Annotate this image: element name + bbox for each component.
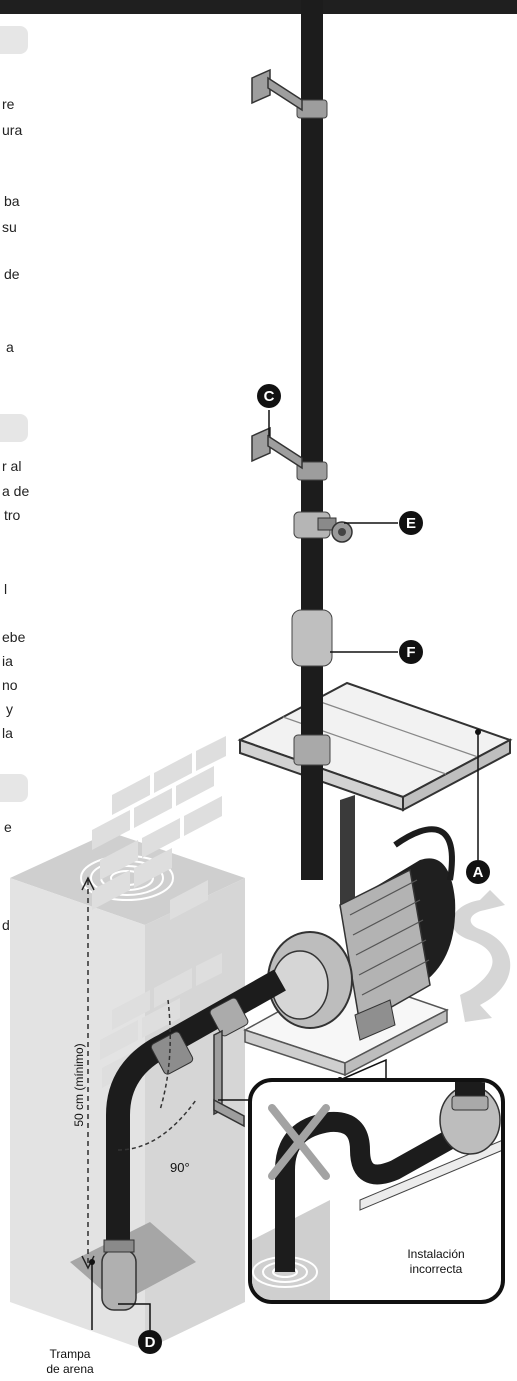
- brick-wall: [92, 736, 226, 1088]
- inset-label-1: Instalación: [407, 1247, 464, 1261]
- section-header-1: [0, 26, 28, 54]
- top-bar: [0, 0, 517, 14]
- text-fragment: l: [4, 581, 8, 597]
- sand-trap-label-2: de arena: [46, 1362, 94, 1376]
- wall-bracket-lower: [213, 1029, 245, 1128]
- text-fragment: ura: [2, 122, 23, 138]
- text-fragment: re: [2, 96, 15, 112]
- sand-trap-dot: [89, 1259, 95, 1265]
- sand-trap-label-1: Trampa: [50, 1347, 91, 1361]
- callout-f: F: [399, 640, 423, 664]
- pump: [267, 826, 456, 1041]
- svg-text:A: A: [473, 864, 484, 881]
- svg-text:E: E: [406, 515, 416, 532]
- text-fragment: no: [2, 677, 18, 693]
- text-fragment: de: [4, 266, 20, 282]
- text-fragment: ebe: [2, 629, 26, 645]
- text-fragment: la: [2, 725, 13, 741]
- text-fragment: a: [6, 339, 14, 355]
- svg-text:F: F: [406, 644, 415, 661]
- svg-text:D: D: [145, 1334, 156, 1351]
- height-label: 50 cm (mínimo): [72, 1043, 86, 1126]
- wrong-pipe: [275, 1111, 475, 1272]
- inset-label-2: incorrecta: [410, 1262, 463, 1276]
- text-fragment: su: [2, 219, 17, 235]
- text-fragment: ba: [4, 193, 20, 209]
- suction-pipe: [106, 969, 286, 1300]
- text-fragment: e: [4, 819, 12, 835]
- section-header-3: [0, 774, 28, 802]
- valve-e: [317, 517, 353, 543]
- svg-text:C: C: [264, 388, 275, 405]
- text-fragment: a de: [2, 483, 30, 499]
- angle-arc: [117, 1099, 197, 1151]
- callout-leaders: [118, 410, 479, 1330]
- text-fragment: y: [6, 701, 13, 717]
- angle-guide: [159, 999, 171, 1111]
- discharge-pipe: [291, 0, 333, 880]
- callout-a: A: [466, 860, 490, 884]
- text-fragment: ia: [2, 653, 13, 669]
- foot-valve-d: [101, 1239, 137, 1311]
- section-header-2: [0, 414, 28, 442]
- ventilation-arrow: [451, 890, 511, 1022]
- callout-d: D: [138, 1330, 162, 1354]
- callout-c-upper: C: [257, 384, 281, 408]
- wall-bracket-upper: [251, 68, 303, 470]
- callout-e: E: [399, 511, 423, 535]
- angle-label: 90°: [170, 1160, 190, 1175]
- text-fragment: r al: [2, 458, 22, 474]
- text-fragment: tro: [4, 507, 21, 523]
- incorrect-installation-inset: Instalación incorrecta: [248, 1078, 505, 1304]
- wrong-x-mark: [268, 1104, 330, 1180]
